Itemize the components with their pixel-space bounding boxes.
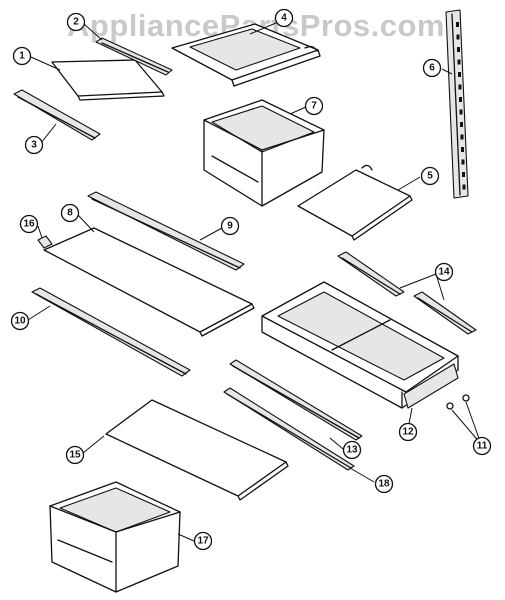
rail-slot xyxy=(456,22,459,27)
svg-text:8: 8 xyxy=(67,208,73,219)
svg-text:17: 17 xyxy=(197,536,209,547)
leader-lines xyxy=(27,19,482,542)
part-12-cover-frame xyxy=(261,281,459,409)
part-3-trim xyxy=(13,89,101,141)
part-17-drawer xyxy=(49,481,181,593)
rail-slot xyxy=(461,159,465,165)
part-9-trim xyxy=(87,191,245,271)
part-8-shelf xyxy=(43,227,255,337)
rail-slot xyxy=(461,147,464,152)
svg-text:10: 10 xyxy=(14,316,26,327)
callout-11: 11 xyxy=(472,436,492,456)
callout-4: 4 xyxy=(274,8,294,28)
callout-13: 13 xyxy=(342,440,362,460)
callout-18: 18 xyxy=(374,474,394,494)
callout-7: 7 xyxy=(304,96,324,116)
part-11-screws xyxy=(446,394,470,410)
svg-text:1: 1 xyxy=(19,51,25,62)
svg-text:6: 6 xyxy=(429,63,435,74)
part-18-trim xyxy=(223,387,355,471)
callout-16: 16 xyxy=(19,214,39,234)
svg-text:2: 2 xyxy=(73,17,79,28)
callout-2: 2 xyxy=(66,12,86,32)
svg-text:13: 13 xyxy=(346,445,358,456)
svg-text:14: 14 xyxy=(438,267,450,278)
part-1-shelf xyxy=(51,59,165,101)
svg-text:5: 5 xyxy=(427,171,433,182)
callout-17: 17 xyxy=(193,531,213,551)
rail-slot xyxy=(459,109,463,115)
part-5-shelf xyxy=(297,164,413,241)
part-4-frame-shelf xyxy=(171,23,321,87)
callout-8: 8 xyxy=(60,203,80,223)
rail-slot xyxy=(457,47,460,52)
rail-slot xyxy=(458,84,462,90)
rail-slot xyxy=(457,59,461,65)
svg-text:18: 18 xyxy=(378,479,390,490)
part-15-shelf xyxy=(105,399,289,501)
callout-3: 3 xyxy=(24,135,44,155)
svg-text:12: 12 xyxy=(402,427,414,438)
callout-5: 5 xyxy=(420,166,440,186)
callout-10: 10 xyxy=(10,311,30,331)
callout-14: 14 xyxy=(434,262,454,282)
part-2-trim xyxy=(95,37,173,76)
part-14-rails xyxy=(337,251,477,335)
svg-text:9: 9 xyxy=(227,221,233,232)
callout-1: 1 xyxy=(12,46,32,66)
svg-text:11: 11 xyxy=(477,441,488,452)
callout-9: 9 xyxy=(220,216,240,236)
rail-slot xyxy=(462,184,466,190)
rail-slot xyxy=(460,122,463,127)
svg-text:15: 15 xyxy=(69,450,81,461)
svg-text:4: 4 xyxy=(281,13,287,24)
svg-text:7: 7 xyxy=(311,101,317,112)
rail-slot xyxy=(458,72,461,77)
callout-15: 15 xyxy=(65,445,85,465)
callout-6: 6 xyxy=(422,58,442,78)
part-6-rail xyxy=(445,9,469,199)
part-7-drawer xyxy=(203,99,325,207)
part-13-trim xyxy=(229,359,363,441)
rail-slot xyxy=(459,97,462,102)
svg-text:16: 16 xyxy=(23,219,35,230)
rail-slot xyxy=(462,172,465,177)
svg-text:3: 3 xyxy=(31,140,37,151)
rail-slot xyxy=(460,134,464,140)
callout-12: 12 xyxy=(398,422,418,442)
part-10-trim xyxy=(31,287,191,377)
rail-slot xyxy=(456,34,460,40)
part-16-clip xyxy=(37,235,53,249)
